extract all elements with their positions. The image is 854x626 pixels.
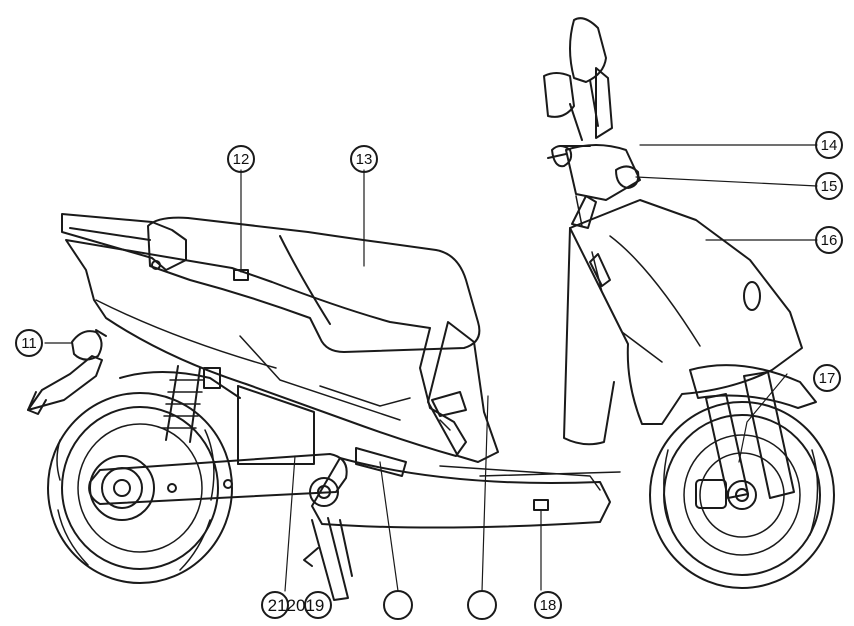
callout-17-label: 17 [819, 370, 836, 387]
callout-12-label: 12 [233, 151, 250, 168]
callout-17: 17 [813, 364, 841, 392]
callout-blank-2 [467, 590, 497, 620]
callout-18: 18 [534, 591, 562, 619]
front-body [563, 199, 803, 446]
front-fork [689, 364, 817, 499]
rear-fender [27, 355, 241, 415]
swing-arm [88, 453, 348, 507]
rear-body-panel [65, 239, 467, 457]
bottom-text-group: 212019 [261, 591, 332, 619]
callout-11: 11 [15, 329, 43, 357]
seat [147, 216, 481, 353]
leg-shield [427, 321, 499, 463]
leader-lines [44, 144, 818, 592]
callout-14: 14 [815, 131, 843, 159]
callout-13-label: 13 [356, 151, 373, 168]
front-wheel [649, 401, 835, 589]
callout-12: 12 [227, 145, 255, 173]
side-stand [303, 517, 353, 601]
headlight-cowl [595, 67, 613, 139]
callout-11-label: 11 [21, 335, 37, 352]
right-mirror [543, 72, 583, 141]
floorboard [311, 447, 621, 529]
callout-15-label: 15 [821, 178, 838, 195]
callout-15: 15 [815, 172, 843, 200]
rear-shock [161, 365, 221, 443]
callout-18-label: 18 [540, 597, 557, 614]
callout-14-label: 14 [821, 137, 838, 154]
callout-13: 13 [350, 145, 378, 173]
callout-blank-1 [383, 590, 413, 620]
bottom-text: 212019 [268, 596, 325, 615]
callout-16: 16 [815, 226, 843, 254]
callout-16-label: 16 [821, 232, 838, 249]
tail-light [71, 329, 107, 361]
battery-box [237, 385, 315, 465]
handlebar-assembly [547, 144, 641, 229]
rear-wheel [47, 392, 233, 584]
